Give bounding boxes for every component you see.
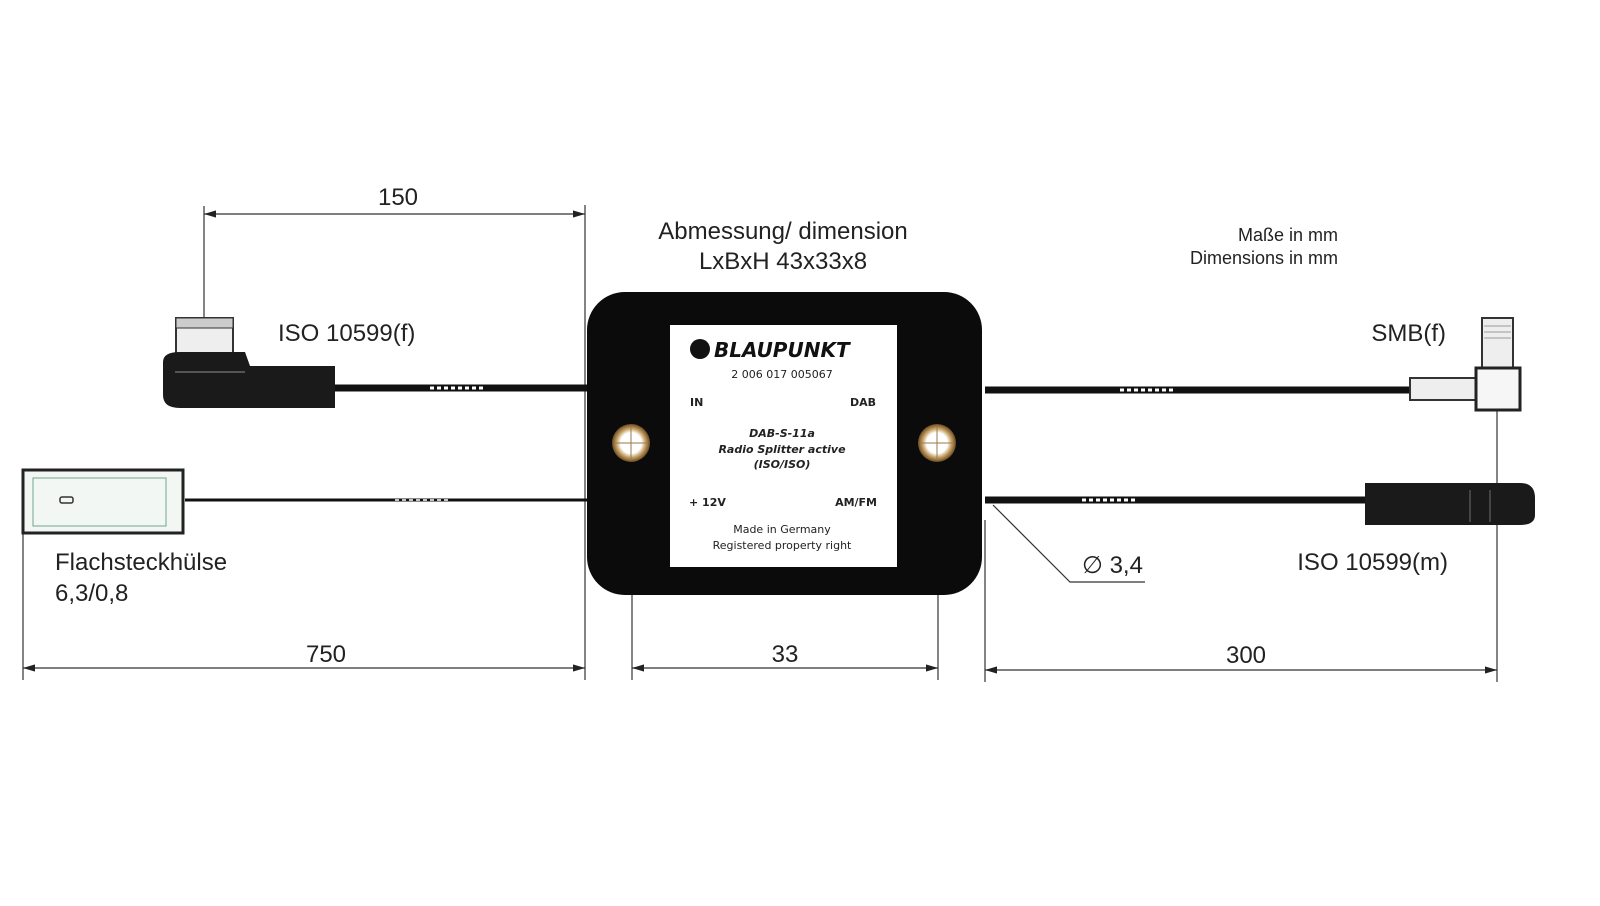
dimension-300: 300 (984, 410, 1498, 682)
splitter-box: BLAUPUNKT 2 006 017 005067 IN DAB DAB-S-… (587, 292, 982, 595)
cable-diameter-callout: ∅ 3,4 (992, 504, 1145, 583)
flat-sleeve-size: 6,3/0,8 (55, 580, 128, 607)
dimension-150-label: 150 (378, 184, 418, 211)
dimension-750-label: 750 (306, 641, 346, 668)
flat-sleeve-label: Flachsteckhülse (55, 549, 227, 576)
smb-female-label: SMB(f) (1371, 320, 1446, 347)
port-amfm-label: AM/FM (835, 496, 877, 509)
dimension-values: LxBxH 43x33x8 (699, 248, 867, 275)
model-name: DAB-S-11a (749, 427, 815, 440)
dimension-300-label: 300 (1226, 642, 1266, 669)
origin-text: Made in Germany (733, 523, 831, 536)
iso-female-connector (163, 317, 335, 408)
iso-female-label: ISO 10599(f) (278, 320, 415, 347)
port-power-label: + 12V (689, 496, 726, 509)
iso-male-label: ISO 10599(m) (1297, 549, 1448, 576)
units-note-de: Maße in mm (1238, 225, 1338, 245)
dimension-150: 150 (203, 184, 586, 680)
brand-logo-dot (690, 339, 710, 359)
rights-text: Registered property right (713, 539, 852, 552)
smb-female-connector (1409, 317, 1522, 412)
model-description: Radio Splitter active (718, 443, 846, 456)
flat-sleeve-connector (21, 468, 185, 535)
dimension-33: 33 (631, 595, 939, 680)
port-dab-label: DAB (850, 396, 876, 409)
dimension-heading: Abmessung/ dimension (658, 218, 907, 245)
model-type: (ISO/ISO) (754, 458, 811, 471)
iso-male-connector (1365, 483, 1535, 525)
dimension-750: 750 (22, 533, 585, 680)
units-note-en: Dimensions in mm (1190, 248, 1338, 268)
cable-diameter-label: ∅ 3,4 (1082, 552, 1143, 579)
dimension-33-label: 33 (772, 641, 799, 668)
part-number: 2 006 017 005067 (731, 368, 832, 381)
brand-logo: BLAUPUNKT (714, 338, 851, 362)
cables (185, 384, 1410, 504)
port-in-label: IN (690, 396, 703, 409)
